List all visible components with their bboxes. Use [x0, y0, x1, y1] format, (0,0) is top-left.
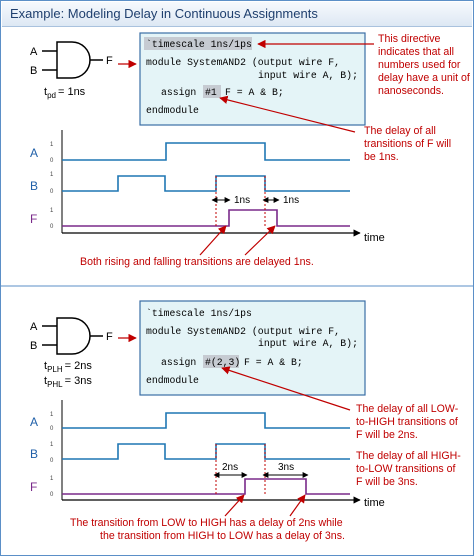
bottom-code-box: `timescale 1ns/1ps module SystemAND2 (ou…: [139, 300, 366, 396]
top-and-gate: [42, 41, 103, 79]
top-fall-note-arrow: [244, 225, 276, 256]
top-bottom-note: Both rising and falling transitions are …: [80, 256, 314, 268]
bottom-note-high-low: The delay of all HIGH- to-LOW transition…: [356, 450, 464, 488]
bottom-code-assign: assign#(2,3)F = A & B;: [161, 357, 303, 368]
bottom-a-tick-low: 0: [50, 426, 54, 432]
bottom-code-line-endmodule: endmodule: [146, 375, 199, 386]
top-note-timescale: This directive indicates that all number…: [378, 33, 473, 97]
top-and-gate-body: [56, 41, 91, 79]
bottom-delay-guides: [215, 444, 266, 494]
top-code-line-module: module SystemAND2 (output wire F,: [146, 57, 340, 68]
top-gate-input-a-label: A: [30, 46, 38, 58]
top-a-tick-low: 0: [50, 158, 54, 164]
top-code-box: `timescale 1ns/1ps module SystemAND2 (ou…: [139, 32, 366, 126]
top-rise-delay-label: 1ns: [234, 195, 250, 206]
bottom-fall-note-arrow: [289, 494, 306, 517]
top-delay-arrow: [219, 95, 356, 133]
bottom-gate-output-label: F: [106, 331, 113, 343]
bottom-rise-note-arrow: [224, 494, 245, 517]
top-gate-input-b-label: B: [30, 65, 37, 77]
bottom-signal-a-label: A: [30, 415, 38, 429]
bottom-and-gate: [42, 317, 103, 355]
bottom-code-line-timescale: `timescale 1ns/1ps: [146, 308, 252, 319]
bottom-note-low-high: The delay of all LOW- to-HIGH transition…: [356, 403, 461, 441]
top-code-line-timescale: `timescale 1ns/1ps: [146, 39, 252, 50]
bottom-waveform-f: [62, 478, 350, 495]
top-gate-output-label: F: [106, 55, 113, 67]
bottom-delay-arrow: [221, 366, 351, 411]
top-waveform-f: [62, 209, 350, 227]
title-bar: Example: Modeling Delay in Continuous As…: [2, 2, 472, 27]
bottom-plh-label: tPLH= 2ns: [44, 360, 92, 374]
bottom-phl-label: tPHL= 3ns: [44, 375, 92, 389]
top-signal-b-label: B: [30, 179, 38, 193]
top-signal-a-label: A: [30, 146, 38, 160]
figure-title: Example: Modeling Delay in Continuous As…: [10, 6, 318, 21]
top-code-line-endmodule: endmodule: [146, 105, 199, 116]
top-delay-label: tpd= 1ns: [44, 86, 86, 100]
top-ticks: 1 0 1 0 1 0: [50, 142, 54, 230]
bottom-rise-delay-label: 2ns: [222, 462, 238, 473]
bottom-timing-diagram: time A B F 1 0 1 0 1 0 2ns 3ns: [30, 400, 385, 509]
bottom-code-line-inputs: input wire A, B);: [258, 338, 358, 349]
bottom-signal-b-label: B: [30, 447, 38, 461]
bottom-delay-highlight: [203, 355, 239, 368]
bottom-b-tick-high: 1: [50, 442, 54, 448]
top-b-tick-high: 1: [50, 172, 54, 178]
top-fall-delay-label: 1ns: [283, 195, 299, 206]
bottom-waveform-a: [62, 412, 350, 429]
bottom-waveform-b: [62, 443, 350, 460]
bottom-time-label: time: [364, 497, 385, 509]
top-f-tick-high: 1: [50, 208, 54, 214]
bottom-f-tick-high: 1: [50, 476, 54, 482]
top-timing-diagram: time A B F 1 0 1 0 1 0 1ns 1ns: [30, 130, 385, 244]
top-rise-note-arrow: [199, 225, 227, 256]
top-b-tick-low: 0: [50, 189, 54, 195]
top-code-line-inputs: input wire A, B);: [258, 70, 358, 81]
bottom-bottom-note: The transition from LOW to HIGH has a de…: [70, 517, 346, 542]
bottom-fall-delay-label: 3ns: [278, 462, 294, 473]
bottom-and-gate-body: [56, 317, 91, 355]
top-signal-f-label: F: [30, 212, 37, 226]
top-time-label: time: [364, 232, 385, 244]
top-f-tick-low: 0: [50, 224, 54, 230]
top-delay-highlight: [203, 85, 221, 98]
bottom-b-tick-low: 0: [50, 458, 54, 464]
top-a-tick-high: 1: [50, 142, 54, 148]
top-timescale-highlight: [144, 37, 252, 50]
bottom-ticks: 1 0 1 0 1 0: [50, 412, 54, 498]
top-waveform-a: [62, 142, 350, 161]
bottom-a-tick-high: 1: [50, 412, 54, 418]
bottom-gate-input-b-label: B: [30, 340, 37, 352]
top-note-delay: The delay of all transitions of F will b…: [364, 125, 454, 163]
bottom-code-line-module: module SystemAND2 (output wire F,: [146, 326, 340, 337]
bottom-signal-f-label: F: [30, 480, 37, 494]
bottom-f-tick-low: 0: [50, 492, 54, 498]
bottom-gate-input-a-label: A: [30, 321, 38, 333]
top-waveform-b: [62, 175, 350, 192]
